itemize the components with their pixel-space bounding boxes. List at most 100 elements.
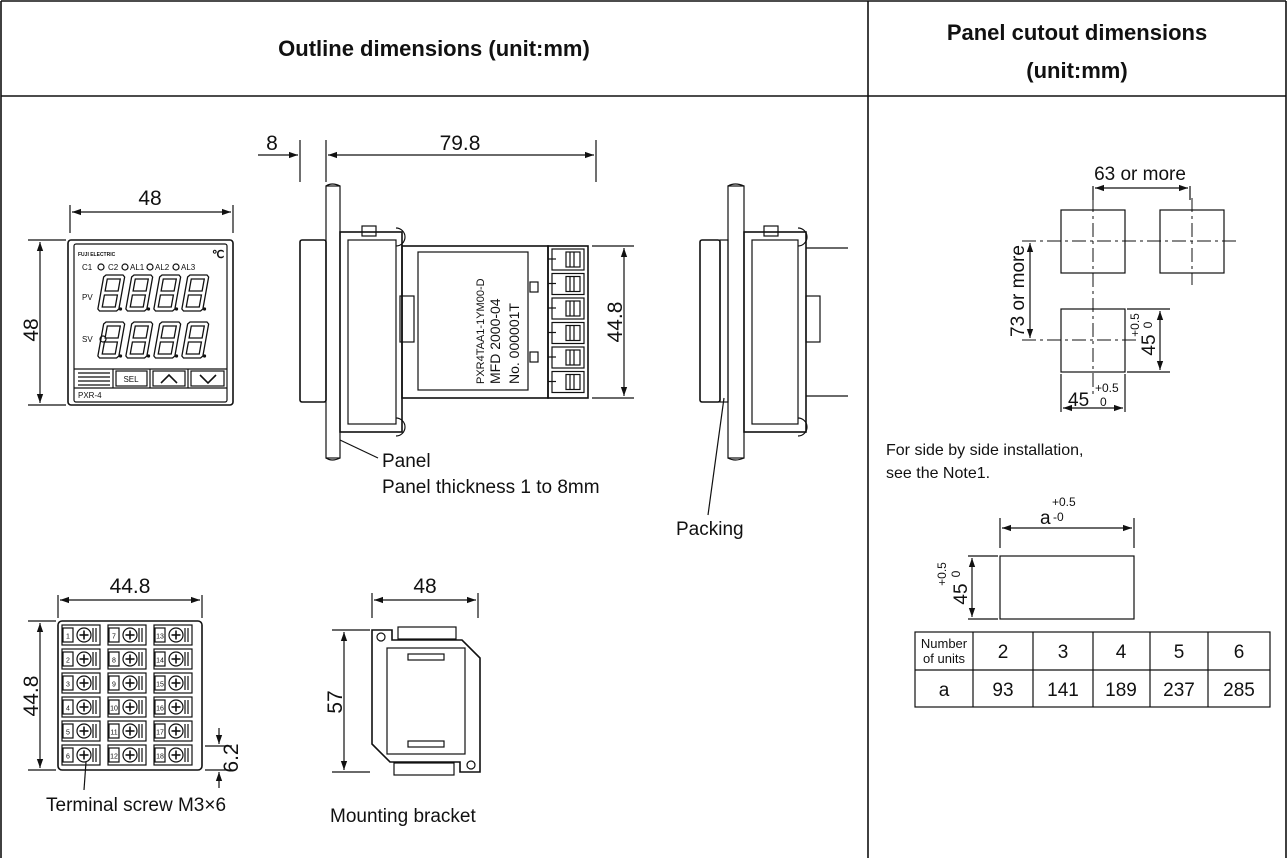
terminal-cell: 6 <box>61 744 101 766</box>
rear-section-view: Packing <box>676 183 848 540</box>
side-dim-44-8: 44.8 <box>604 302 627 343</box>
side-view: 8 79.8 PXR4TAA1-1YM00-D MFD 2000-04 No. … <box>258 132 634 498</box>
terminal-number: 11 <box>110 730 117 737</box>
terminal-number: 12 <box>110 754 118 761</box>
cutout-hole-height-tol-plus: +0.5 <box>1128 313 1142 337</box>
front-view: 48 48 FUJI ELECTRIC ℃ C1 C2 AL1 AL2 AL3 … <box>20 187 234 406</box>
screw-icon <box>122 747 138 763</box>
table-cell: 6 <box>1234 642 1245 663</box>
terminal-width-dim: 44.8 <box>110 575 151 598</box>
cutout-hole-height: 45 <box>1139 334 1160 355</box>
front-bezel <box>67 239 234 406</box>
screw-icon <box>168 651 184 667</box>
terminal-number: 4 <box>66 706 70 713</box>
up-arrow-icon <box>160 373 178 384</box>
terminal-block-outline <box>57 620 203 771</box>
gang-height-tol-plus: +0.5 <box>935 562 949 586</box>
indicator-label: C2 <box>108 263 119 272</box>
terminal-block-side <box>548 248 585 394</box>
sv-label: SV <box>82 335 93 344</box>
terminal-number: 2 <box>66 658 70 665</box>
panel-cutout-view: 63 or more 73 or more 45 +0.5 0 45 +0.5 … <box>886 164 1236 620</box>
terminal-number: 7 <box>112 634 116 641</box>
case-label-line2: MFD 2000-04 <box>487 298 503 384</box>
table-cell: 237 <box>1163 680 1195 701</box>
terminal-cell: 11 <box>107 720 147 742</box>
screw-icon <box>168 723 184 739</box>
indicator-lamp-icon <box>172 263 180 271</box>
terminal-cell: 15 <box>153 672 193 694</box>
screw-icon <box>122 627 138 643</box>
terminal-cell: 12 <box>107 744 147 766</box>
terminal-pitch-dim: 6.2 <box>220 743 243 772</box>
case-label-line1: PXR4TAA1-1YM00-D <box>475 278 487 384</box>
table-row-label: a <box>939 680 950 701</box>
side-dim-79-8: 79.8 <box>440 132 481 155</box>
indicator-label: AL1 <box>130 263 145 272</box>
cutout-hole-height-tol-zero: 0 <box>1141 321 1155 328</box>
cutout-header-line2: (unit:mm) <box>1026 58 1127 83</box>
screw-icon <box>76 723 92 739</box>
terminal-cell: 16 <box>153 696 193 718</box>
table-cell: 4 <box>1116 642 1127 663</box>
sel-key-label: SEL <box>123 375 139 384</box>
table-cell: 141 <box>1047 680 1079 701</box>
front-model-label: PXR-4 <box>78 391 102 400</box>
indicator-row: C1 C2 AL1 AL2 AL3 <box>82 263 196 272</box>
table-cell: 5 <box>1174 642 1185 663</box>
mounting-bracket-view: 48 57 Mounting bracket <box>324 575 481 827</box>
screw-icon <box>122 675 138 691</box>
screw-icon <box>76 651 92 667</box>
indicator-label: C1 <box>82 263 93 272</box>
bracket-height-dim: 57 <box>324 690 347 713</box>
gang-height: 45 <box>951 583 972 604</box>
terminal-number: 14 <box>156 658 164 665</box>
table-cell: 285 <box>1223 680 1255 701</box>
side-by-side-note-line2: see the Note1. <box>886 465 990 482</box>
terminal-cell: 2 <box>61 648 101 670</box>
terminal-cell: 4 <box>61 696 101 718</box>
terminal-cell: 17 <box>153 720 193 742</box>
indicator-label: AL3 <box>181 263 196 272</box>
terminal-screw-caption: Terminal screw M3×6 <box>46 795 226 816</box>
screw-icon <box>122 723 138 739</box>
table-cell: 2 <box>998 642 1009 663</box>
terminal-number: 17 <box>156 730 164 737</box>
terminal-cell: 10 <box>107 696 147 718</box>
terminal-number: 3 <box>66 682 70 689</box>
terminal-cell: 9 <box>107 672 147 694</box>
packing-label: Packing <box>676 519 744 540</box>
table-cell: 3 <box>1058 642 1069 663</box>
terminal-cell: 5 <box>61 720 101 742</box>
terminal-cell: 18 <box>153 744 193 766</box>
screw-icon <box>168 627 184 643</box>
terminal-number: 8 <box>112 658 116 665</box>
screw-icon <box>76 699 92 715</box>
cutout-hole-width: 45 <box>1068 390 1089 411</box>
gang-width-label: a <box>1040 508 1051 529</box>
front-unit-symbol: ℃ <box>212 249 224 261</box>
screw-icon <box>76 675 92 691</box>
table-row-header-line1: Number <box>921 636 968 651</box>
indicator-label: AL2 <box>155 263 170 272</box>
side-dim-8: 8 <box>266 132 278 155</box>
side-by-side-note-line1: For side by side installation, <box>886 442 1083 459</box>
front-brand-logo: FUJI ELECTRIC <box>78 252 116 258</box>
terminal-number: 15 <box>156 682 164 689</box>
screw-icon <box>168 699 184 715</box>
terminal-cell: 8 <box>107 648 147 670</box>
terminal-cell: 1 <box>61 624 101 646</box>
terminal-number: 9 <box>112 682 116 689</box>
rear-bezel <box>699 239 721 403</box>
packing <box>719 239 729 403</box>
gang-cutout-hole <box>999 555 1135 620</box>
screw-icon <box>76 627 92 643</box>
gang-width-tol-minus: -0 <box>1053 510 1064 524</box>
bracket-outline <box>371 629 481 773</box>
indicator-lamp-icon <box>97 263 105 271</box>
screw-icon <box>122 651 138 667</box>
cutout-hole-width-tol-plus: +0.5 <box>1095 381 1119 395</box>
